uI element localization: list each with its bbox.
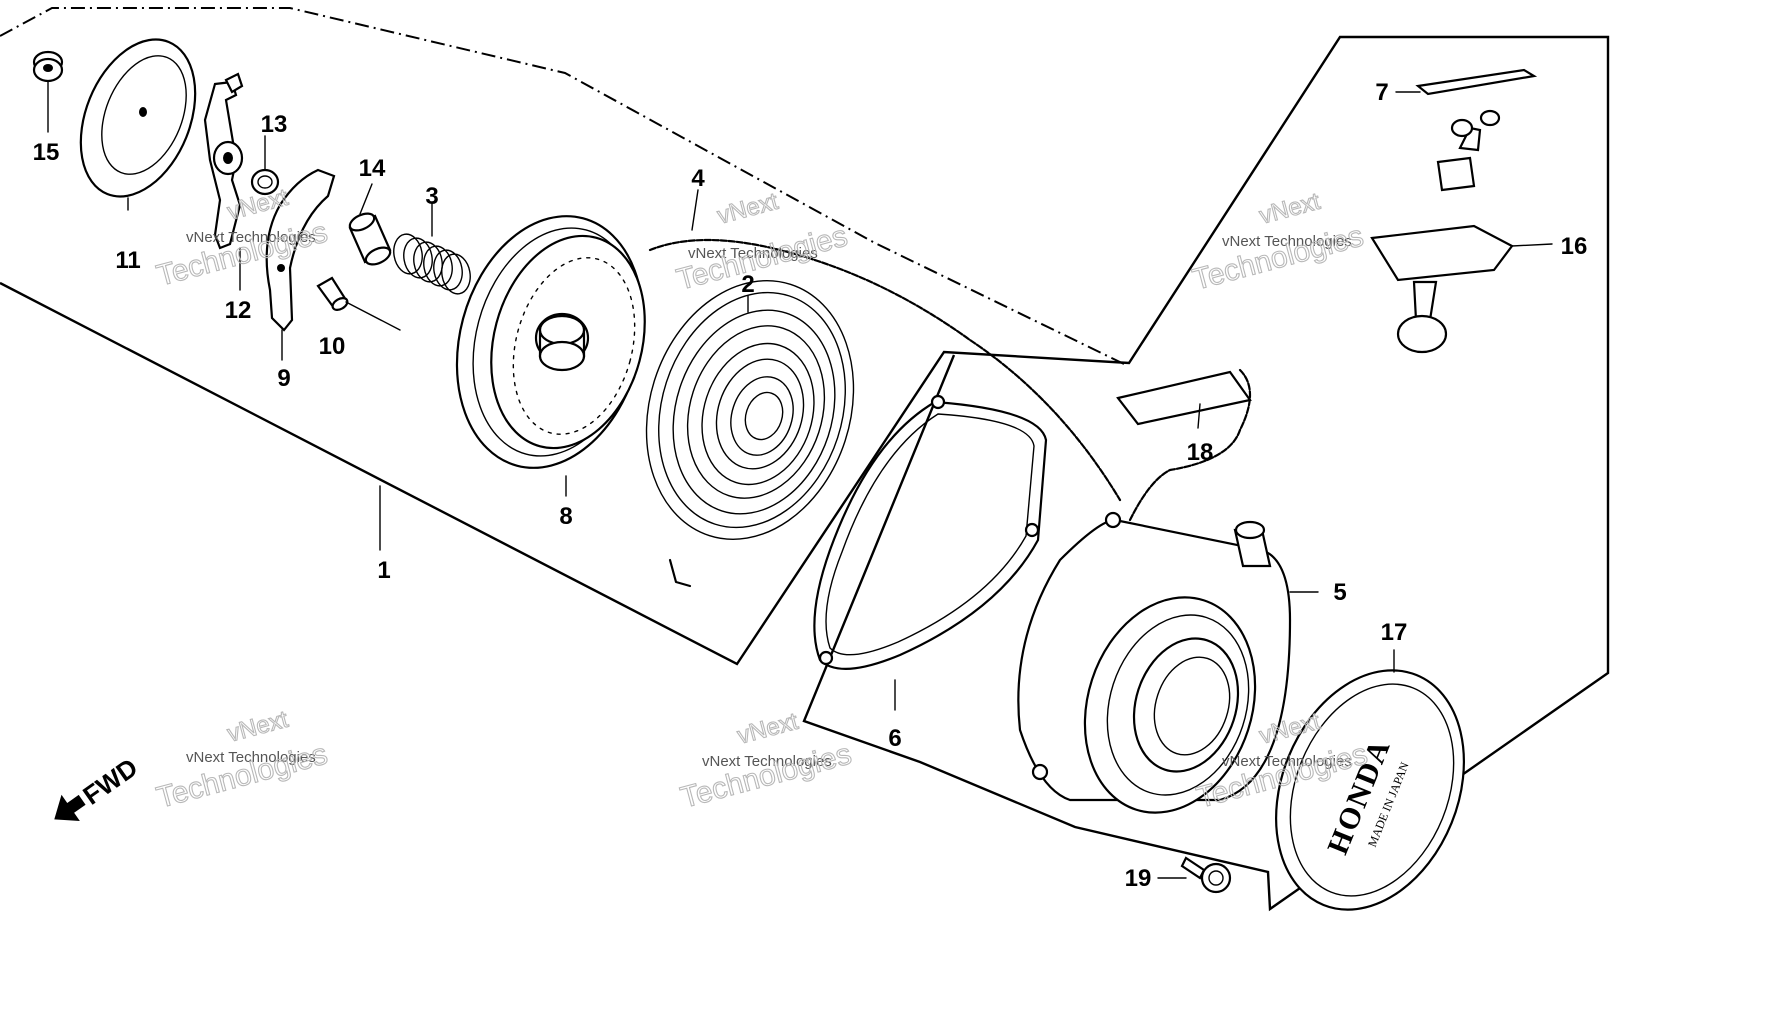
rope-to-handle [1128,368,1251,522]
gasket-part [813,394,1048,670]
callout-14: 14 [359,155,386,182]
watermark-3-line1: vNext Technologies [1222,233,1352,250]
callout-9: 9 [277,365,290,392]
callout-5: 5 [1333,579,1346,606]
label-part [1116,370,1252,426]
callout-16: 16 [1561,233,1588,260]
callout-13: 13 [261,111,288,138]
cover-part: HONDA MADE IN JAPAN [1275,669,1465,911]
watermark-5-line2: Technologies [677,738,855,815]
starter-case-part [1017,511,1292,814]
fwd-indicator: FWD [54,752,143,821]
watermark-2-small: vNext [715,188,782,230]
callout-4: 4 [691,165,705,192]
watermark-4-small: vNext [225,706,292,748]
handle-part [1370,109,1514,354]
bolt-part [1180,856,1232,894]
watermark-1-line1: vNext Technologies [186,229,316,246]
callout-15: 15 [33,139,60,166]
spring-part [393,233,471,295]
assembly-frame-left [0,35,1610,912]
watermark-1-line2: Technologies [153,216,331,293]
friction-plate-part [265,168,336,332]
nut-part [32,50,64,83]
leader-lines [47,81,1553,879]
callout-10: 10 [319,333,346,360]
fwd-label: FWD [77,752,143,811]
watermark-2-line2: Technologies [673,220,851,297]
pin-part [316,276,349,311]
starter-rope-part [648,238,1122,502]
fwd-arrow-icon [54,794,86,821]
watermark-5-line1: vNext Technologies [702,753,832,770]
callout-8: 8 [559,503,572,530]
watermark-3-small: vNext [1257,188,1324,230]
callout-6: 6 [888,725,901,752]
watermark-2-line1: vNext Technologies [688,245,818,262]
watermark-4-line1: vNext Technologies [186,749,316,766]
callout-19: 19 [1125,865,1152,892]
part-numbers: 15 11 13 12 9 14 3 10 4 2 8 1 6 5 18 17 … [33,79,1588,892]
pulley-part [455,215,646,469]
watermark-5-small: vNext [735,708,802,750]
recoil-spring-part [645,280,855,588]
callout-1: 1 [377,557,390,584]
watermark-3-line2: Technologies [1189,220,1367,297]
ratchet-part [203,72,244,250]
collar-part [348,212,392,266]
callout-12: 12 [225,297,252,324]
watermark-6-line1: vNext Technologies [1222,753,1352,770]
callout-18: 18 [1187,439,1214,466]
callout-3: 3 [425,183,438,210]
callout-17: 17 [1381,619,1408,646]
callout-11: 11 [115,247,140,274]
plate-part [79,38,197,211]
callout-7: 7 [1375,79,1388,106]
cap-part [1415,68,1538,96]
callout-2: 2 [741,271,754,298]
